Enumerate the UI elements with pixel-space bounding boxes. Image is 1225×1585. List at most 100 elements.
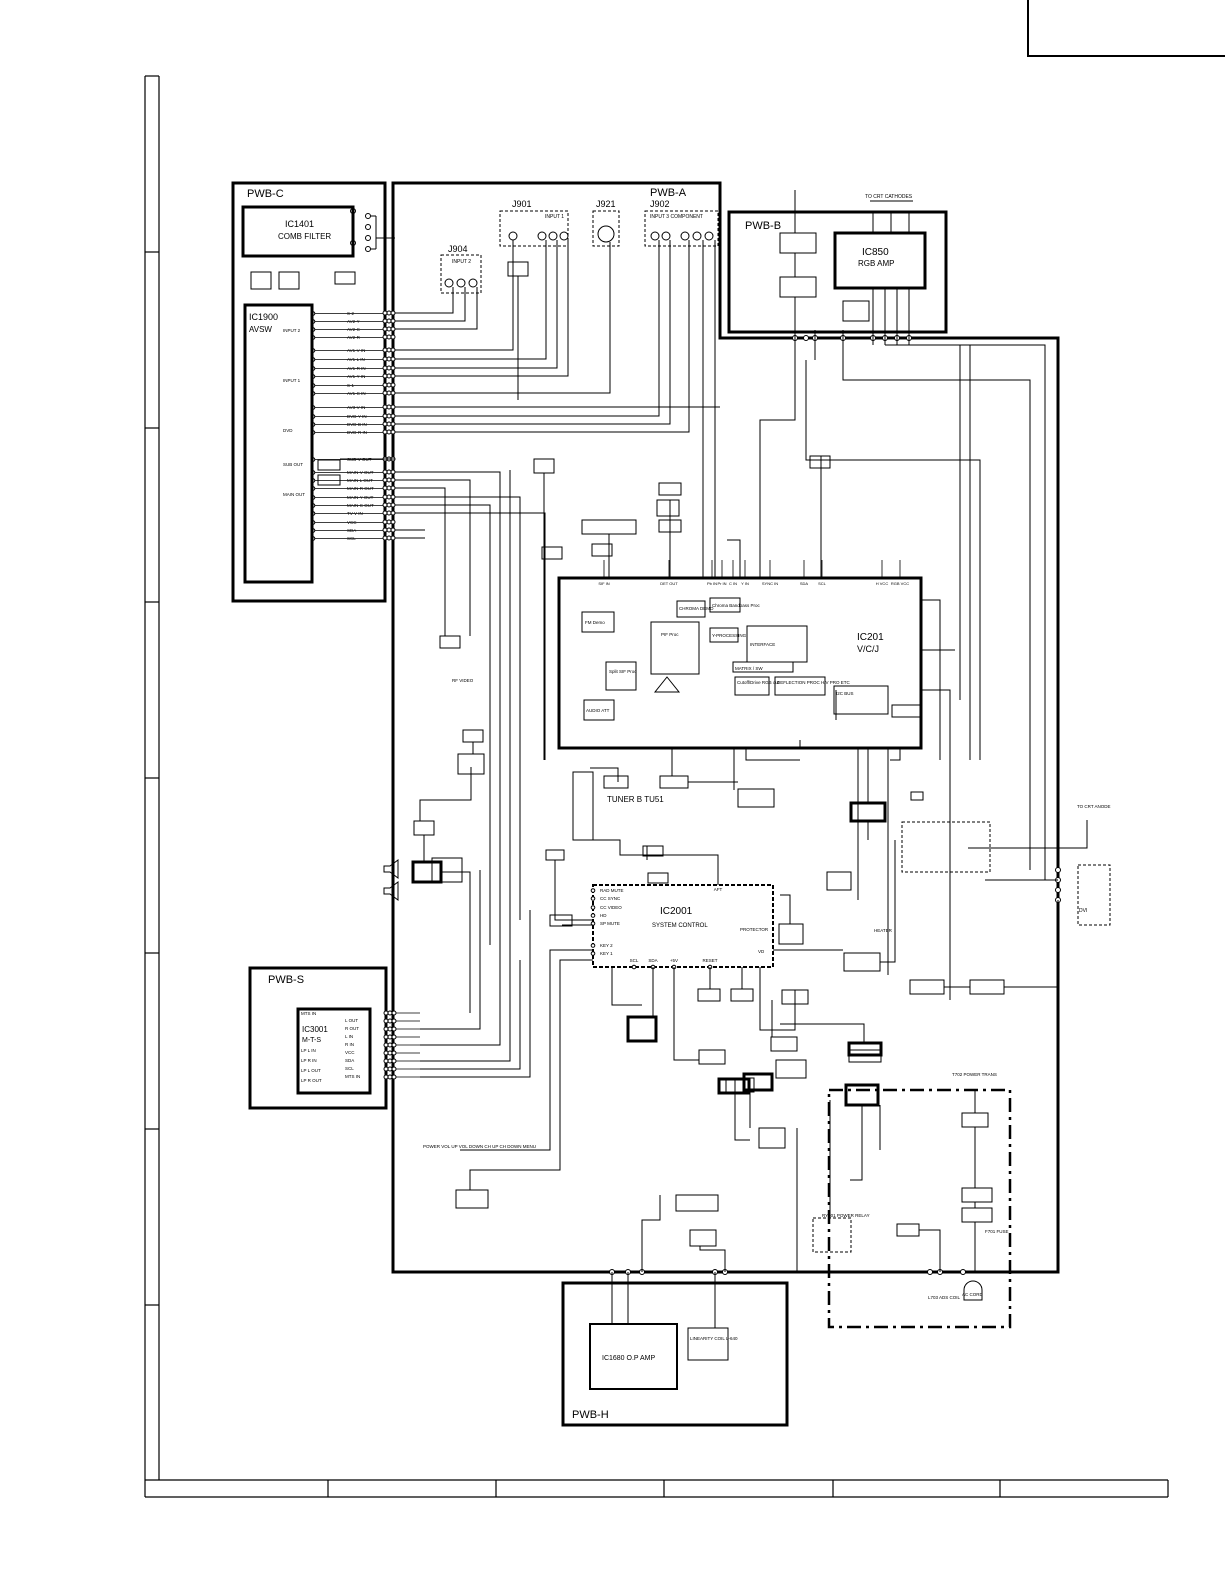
ic201-block-label: DEFLECTION PROC H/V PRO ETC <box>777 680 851 685</box>
connector-pin <box>386 413 392 419</box>
ic2001-pin: SDA <box>648 958 657 963</box>
connector-pin <box>387 1042 393 1048</box>
j902-jacks <box>650 231 714 241</box>
pin-dot <box>310 470 316 475</box>
ic201-top-pin: DET OUT <box>660 581 678 586</box>
ic3001-pin: MTS IN <box>345 1074 360 1079</box>
ic201-top-pin: Pb IN <box>707 581 717 586</box>
connector-pin <box>390 318 396 324</box>
j904-sub: INPUT 2 <box>452 259 471 265</box>
connector-pin <box>382 365 388 371</box>
j904-label: J904 <box>448 244 468 254</box>
keys-label: POWER VOL UP VOL DOWN CH UP CH DOWN MENU <box>423 1144 536 1149</box>
pwb-a-outline <box>391 181 1060 1274</box>
component-block <box>698 1049 726 1065</box>
ic1900-group: MAIN OUT <box>283 492 305 497</box>
ic201-block <box>676 600 706 618</box>
connector-pin <box>386 318 392 324</box>
component-block <box>969 979 1005 995</box>
wire <box>897 344 971 760</box>
wire <box>590 767 619 782</box>
connector-pin <box>386 390 392 396</box>
connector-pin <box>390 326 396 332</box>
amp-symbol <box>653 676 681 693</box>
component-block <box>961 1112 989 1128</box>
wire <box>395 504 491 945</box>
ic1900-group: INPUT 1 <box>283 378 301 383</box>
wire <box>850 1105 863 1181</box>
component-block <box>961 1187 993 1203</box>
wire <box>395 242 611 394</box>
ic850-label: IC850 <box>862 247 889 258</box>
ic3001-input: LP R OUT <box>301 1078 322 1083</box>
title-box <box>1027 0 1225 57</box>
wire <box>968 820 1088 849</box>
ic201-block <box>583 699 615 721</box>
connector-pin <box>382 421 388 427</box>
power-supply-area <box>827 1088 1012 1329</box>
connector-pin <box>383 1026 389 1032</box>
pin-dot <box>310 327 316 332</box>
wire <box>734 1078 750 1141</box>
component-block <box>656 499 680 517</box>
pin-dot <box>310 335 316 340</box>
connector-pin <box>382 535 388 541</box>
linearity-coil-label: LINEARITY COIL L-640 <box>690 1336 738 1341</box>
connector-pin <box>390 485 396 491</box>
connector-pin <box>387 1066 393 1072</box>
component-block <box>603 775 629 789</box>
connector-pin <box>1055 887 1061 893</box>
connector-pin <box>382 429 388 435</box>
ic2001-pin: PROTECTOR <box>740 927 769 932</box>
component-block-bold <box>849 801 887 823</box>
connector-pin <box>386 421 392 427</box>
ic2001-pin: VD <box>758 949 765 954</box>
connector-pin <box>391 1018 397 1024</box>
wire <box>909 344 1046 880</box>
j901-label: J901 <box>512 199 532 209</box>
connector-pins <box>382 310 1061 1275</box>
ic1680-box <box>589 1323 678 1390</box>
connector-pin <box>382 502 388 508</box>
connector-pin <box>386 477 392 483</box>
component-block-bold <box>742 1072 774 1092</box>
connector-pin <box>390 527 396 533</box>
wire <box>727 539 741 578</box>
connector-pin <box>391 1066 397 1072</box>
wire <box>805 360 981 760</box>
j904-box <box>440 254 482 294</box>
ic201-block <box>734 676 770 696</box>
connector-pin <box>390 413 396 419</box>
signal-wires <box>340 240 1088 1328</box>
ic201-block-label: INTERFACE <box>750 642 775 647</box>
component-block <box>910 791 924 801</box>
connector-pin <box>386 365 392 371</box>
ac-cord-label: AC CORD <box>962 1292 984 1297</box>
connector-pin <box>386 310 392 316</box>
pwb-c-label: PWB-C <box>247 188 284 200</box>
ic2001-pin: RESET <box>702 958 717 963</box>
component-block <box>591 543 613 557</box>
wire <box>395 240 558 369</box>
connector-pin <box>382 485 388 491</box>
connector-pin <box>382 527 388 533</box>
j901-box <box>499 210 569 247</box>
speaker-right-icon <box>383 881 399 901</box>
component-block <box>843 952 881 972</box>
connector-pin <box>386 347 392 353</box>
wire <box>420 500 501 1046</box>
component-block-bold <box>847 1041 883 1057</box>
connector-pin <box>387 1034 393 1040</box>
power-relay-label: RY701 POWER RELAY <box>822 1213 870 1218</box>
connector-pin <box>386 404 392 410</box>
pin-dot <box>310 528 316 533</box>
dy-box <box>1077 864 1111 926</box>
wire <box>395 487 446 636</box>
pwb-b-blocks <box>779 232 870 322</box>
component-block-bold <box>411 860 443 884</box>
ic3001-box <box>296 1007 372 1095</box>
component-block <box>507 261 529 277</box>
wire <box>395 287 454 314</box>
wire <box>395 240 569 377</box>
wire <box>395 240 660 417</box>
